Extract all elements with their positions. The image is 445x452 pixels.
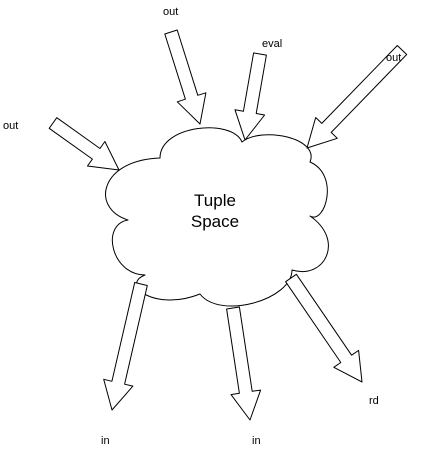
label-in-center: in xyxy=(252,435,261,447)
label-rd: rd xyxy=(369,395,379,407)
arrow-eval xyxy=(234,52,267,141)
arrow-rd xyxy=(285,273,363,383)
tuple-space-cloud xyxy=(105,127,329,307)
arrow-out-top xyxy=(164,29,207,125)
cloud-title-line-2: Space xyxy=(191,212,239,231)
cloud-title-line-1: Tuple xyxy=(194,191,236,210)
label-out-top: out xyxy=(163,6,178,18)
arrows-group xyxy=(48,29,408,421)
arrow-out-right xyxy=(306,45,408,149)
label-out-right: out xyxy=(386,52,401,64)
arrow-out-left xyxy=(48,117,120,171)
label-eval: eval xyxy=(262,38,282,50)
label-out-left: out xyxy=(3,120,18,132)
arrow-in-center xyxy=(226,306,262,421)
arrow-in-left xyxy=(103,282,148,411)
label-in-left: in xyxy=(101,435,110,447)
